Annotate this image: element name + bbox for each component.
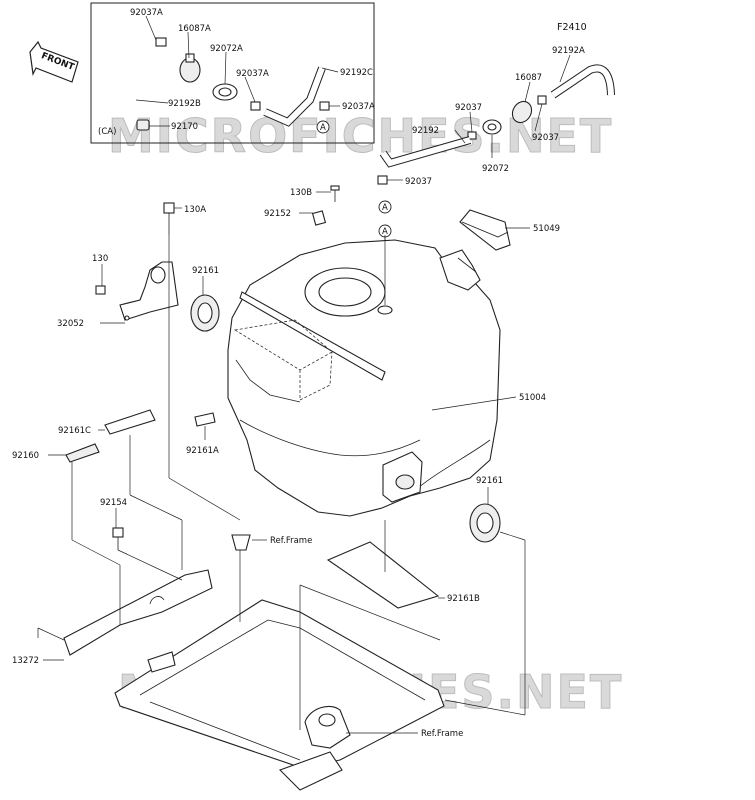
frame-subframe bbox=[114, 599, 445, 769]
callout-13272: 13272 bbox=[12, 656, 39, 666]
diagram-code: F2410 bbox=[557, 22, 587, 33]
callout-92037-1: 92037 bbox=[455, 103, 482, 113]
callout-92192B: 92192B bbox=[168, 99, 201, 109]
callout-92161C: 92161C bbox=[58, 426, 91, 436]
callout-92161B: 92161B bbox=[447, 594, 480, 604]
callout-92161-1: 92161 bbox=[192, 266, 219, 276]
callout-92037A-2: 92037A bbox=[236, 69, 269, 79]
callout-92170: 92170 bbox=[171, 122, 198, 132]
callout-16087: 16087 bbox=[515, 73, 542, 83]
ref-marker-a-2-label: A bbox=[382, 227, 388, 237]
callout-92192: 92192 bbox=[412, 126, 439, 136]
callout-92037A-1: 92037A bbox=[130, 8, 163, 18]
callout-ref-frame-2: Ref.Frame bbox=[421, 729, 463, 739]
callout-92072: 92072 bbox=[482, 164, 509, 174]
callout-130A: 130A bbox=[184, 205, 206, 215]
callout-92192A: 92192A bbox=[552, 46, 585, 56]
callout-92160: 92160 bbox=[12, 451, 39, 461]
front-arrow-icon: FRONT bbox=[29, 40, 79, 83]
callout-130: 130 bbox=[92, 254, 108, 264]
ref-marker-a-inset bbox=[316, 120, 330, 134]
ref-marker-a-1 bbox=[378, 200, 392, 214]
callout-92152: 92152 bbox=[264, 209, 291, 219]
callout-ref-frame-1: Ref.Frame bbox=[270, 536, 312, 546]
callout-92192C: 92192C bbox=[340, 68, 373, 78]
callout-92154: 92154 bbox=[100, 498, 127, 508]
callout-92072A: 92072A bbox=[210, 44, 243, 54]
fuel-tank-body bbox=[227, 239, 501, 517]
callout-92037-2: 92037 bbox=[532, 133, 559, 143]
callout-92037A-3: 92037A bbox=[342, 102, 375, 112]
callout-92161-2: 92161 bbox=[476, 476, 503, 486]
callout-16087A: 16087A bbox=[178, 24, 211, 34]
callout-51049: 51049 bbox=[533, 224, 560, 234]
callout-92161A: 92161A bbox=[186, 446, 219, 456]
callout-ca: (CA) bbox=[98, 127, 116, 137]
inset-frame bbox=[90, 2, 375, 144]
frame-rail-left bbox=[63, 569, 213, 656]
ref-marker-a-inset-label: A bbox=[320, 123, 326, 133]
callout-92037-3: 92037 bbox=[405, 177, 432, 187]
callout-51004: 51004 bbox=[519, 393, 546, 403]
callout-32052: 32052 bbox=[57, 319, 84, 329]
ref-marker-a-1-label: A bbox=[382, 203, 388, 213]
callout-130B: 130B bbox=[290, 188, 312, 198]
